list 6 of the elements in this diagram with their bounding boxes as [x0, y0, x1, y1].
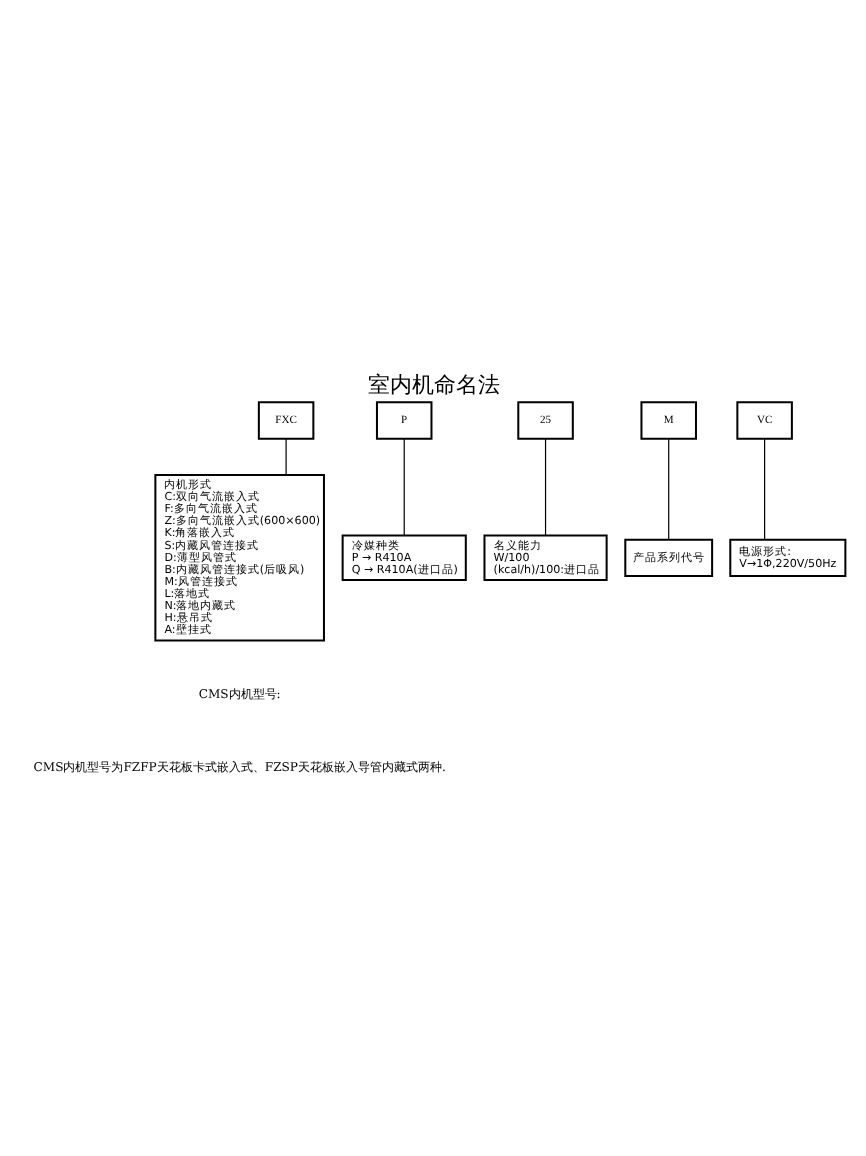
connector	[667, 438, 669, 541]
connector	[543, 438, 546, 536]
connector	[402, 438, 404, 536]
connector	[763, 438, 765, 541]
connector	[284, 438, 286, 476]
diagram-title: 室内机命名法	[367, 371, 499, 398]
